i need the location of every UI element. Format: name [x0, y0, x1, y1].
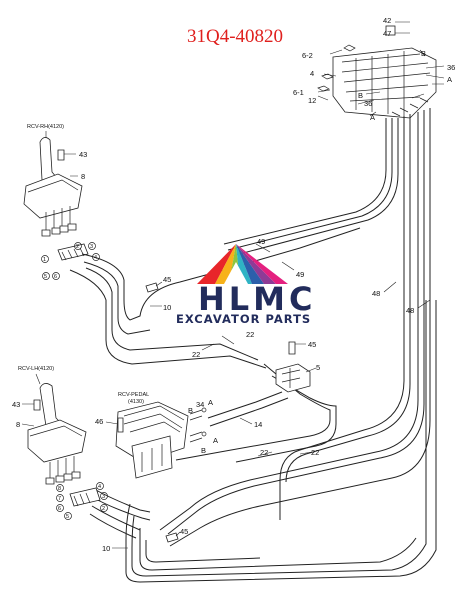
port-lh-7: 7 — [58, 496, 61, 502]
rcv-rh-fittings: 1 2 3 4 5 6 — [41, 206, 100, 280]
callout-22-a: 22 — [246, 330, 254, 339]
port-rh-2: 2 — [76, 244, 79, 250]
callout-43-rh: 43 — [79, 150, 87, 159]
callout-34: 34 — [196, 400, 204, 409]
hlmc-watermark-logo: HLMC EXCAVATOR PARTS — [176, 244, 317, 326]
lower-fittings-callouts: 45 10 — [102, 527, 188, 553]
watermark-subtitle: EXCAVATOR PARTS — [176, 312, 311, 326]
port-rh-5: 5 — [44, 274, 47, 280]
callout-22-d: 22 — [311, 448, 319, 457]
rcv-lh-joystick: RCV-LH(4120) 43 8 — [12, 366, 87, 463]
callout-48-a: 48 — [372, 289, 380, 298]
callout-46: 46 — [95, 417, 103, 426]
shuttle-valve-block: 45 5 — [275, 340, 320, 393]
rainbow-mountain-icon — [197, 244, 288, 284]
port-lh-8: 8 — [58, 486, 61, 492]
pilot-hoses-to-mcv — [159, 108, 431, 547]
callout-4: 4 — [310, 69, 314, 78]
callout-5: 5 — [316, 363, 320, 372]
callout-45-lower: 45 — [180, 527, 188, 536]
callout-45-upper: 45 — [163, 275, 171, 284]
callout-6-1: 6-1 — [293, 88, 304, 97]
rcv-rh-label: RCV-RH(4120) — [27, 124, 64, 130]
callout-a-pedal-b: A — [213, 436, 218, 445]
callout-a-pedal-a: A — [208, 398, 213, 407]
rcv-pedal-label: RCV-PEDAL — [118, 392, 149, 398]
callout-8-rh: 8 — [81, 172, 85, 181]
callout-a-top: A — [447, 75, 452, 84]
part-number: 31Q4-40820 — [187, 26, 283, 47]
hose-callouts: 49 49 48 48 22 22 22 22 — [192, 237, 431, 457]
callout-14: 14 — [254, 420, 262, 429]
port-rh-6: 6 — [54, 274, 57, 280]
callout-b-top: B — [421, 49, 426, 58]
rcv-lh-label: RCV-LH(4120) — [18, 366, 54, 372]
callout-6-2: 6-2 — [302, 51, 313, 60]
callout-42: 42 — [383, 16, 391, 25]
port-rh-1: 1 — [43, 257, 46, 263]
callout-a-left: A — [370, 113, 375, 122]
port-lh-2: 2 — [102, 506, 105, 512]
callout-10-lower: 10 — [102, 544, 110, 553]
callout-22-c: 22 — [260, 448, 268, 457]
callout-36-top: 36 — [447, 63, 455, 72]
main-control-valve — [317, 21, 445, 119]
rcv-pedal: RCV-PEDAL (4130) 46 B 34 A B A 14 — [95, 392, 262, 479]
callout-b-pedal-b: B — [201, 446, 206, 455]
lower-hoses — [89, 300, 437, 583]
callout-47: 47 — [383, 29, 391, 38]
mcv-callouts: 42 47 6-2 4 6-1 12 B 36 A B 36 A — [293, 16, 455, 122]
callout-12: 12 — [308, 96, 316, 105]
rcv-lh-fittings: 8 7 6 5 4 3 2 — [45, 456, 108, 520]
port-rh-3: 3 — [90, 244, 93, 250]
callout-b-mid: B — [358, 91, 363, 100]
callout-b-pedal-a: B — [188, 406, 193, 415]
callout-49-a: 49 — [257, 237, 265, 246]
rcv-pedal-code: (4130) — [128, 399, 144, 405]
port-lh-4: 4 — [98, 484, 101, 490]
port-lh-3: 3 — [102, 494, 105, 500]
port-lh-6: 6 — [58, 506, 61, 512]
rcv-rh-hoses: 45 10 — [69, 227, 361, 369]
callout-48-b: 48 — [406, 306, 414, 315]
callout-36-mid: 36 — [364, 99, 372, 108]
callout-22-b: 22 — [192, 350, 200, 359]
callout-8-lh: 8 — [16, 420, 20, 429]
watermark-title: HLMC — [198, 280, 317, 318]
rcv-rh-joystick: RCV-RH(4120) 43 8 — [23, 124, 87, 219]
callout-49-b: 49 — [296, 270, 304, 279]
callout-10-upper: 10 — [163, 303, 171, 312]
port-lh-5: 5 — [66, 514, 69, 520]
callout-43-lh: 43 — [12, 400, 20, 409]
callout-45-mid: 45 — [308, 340, 316, 349]
